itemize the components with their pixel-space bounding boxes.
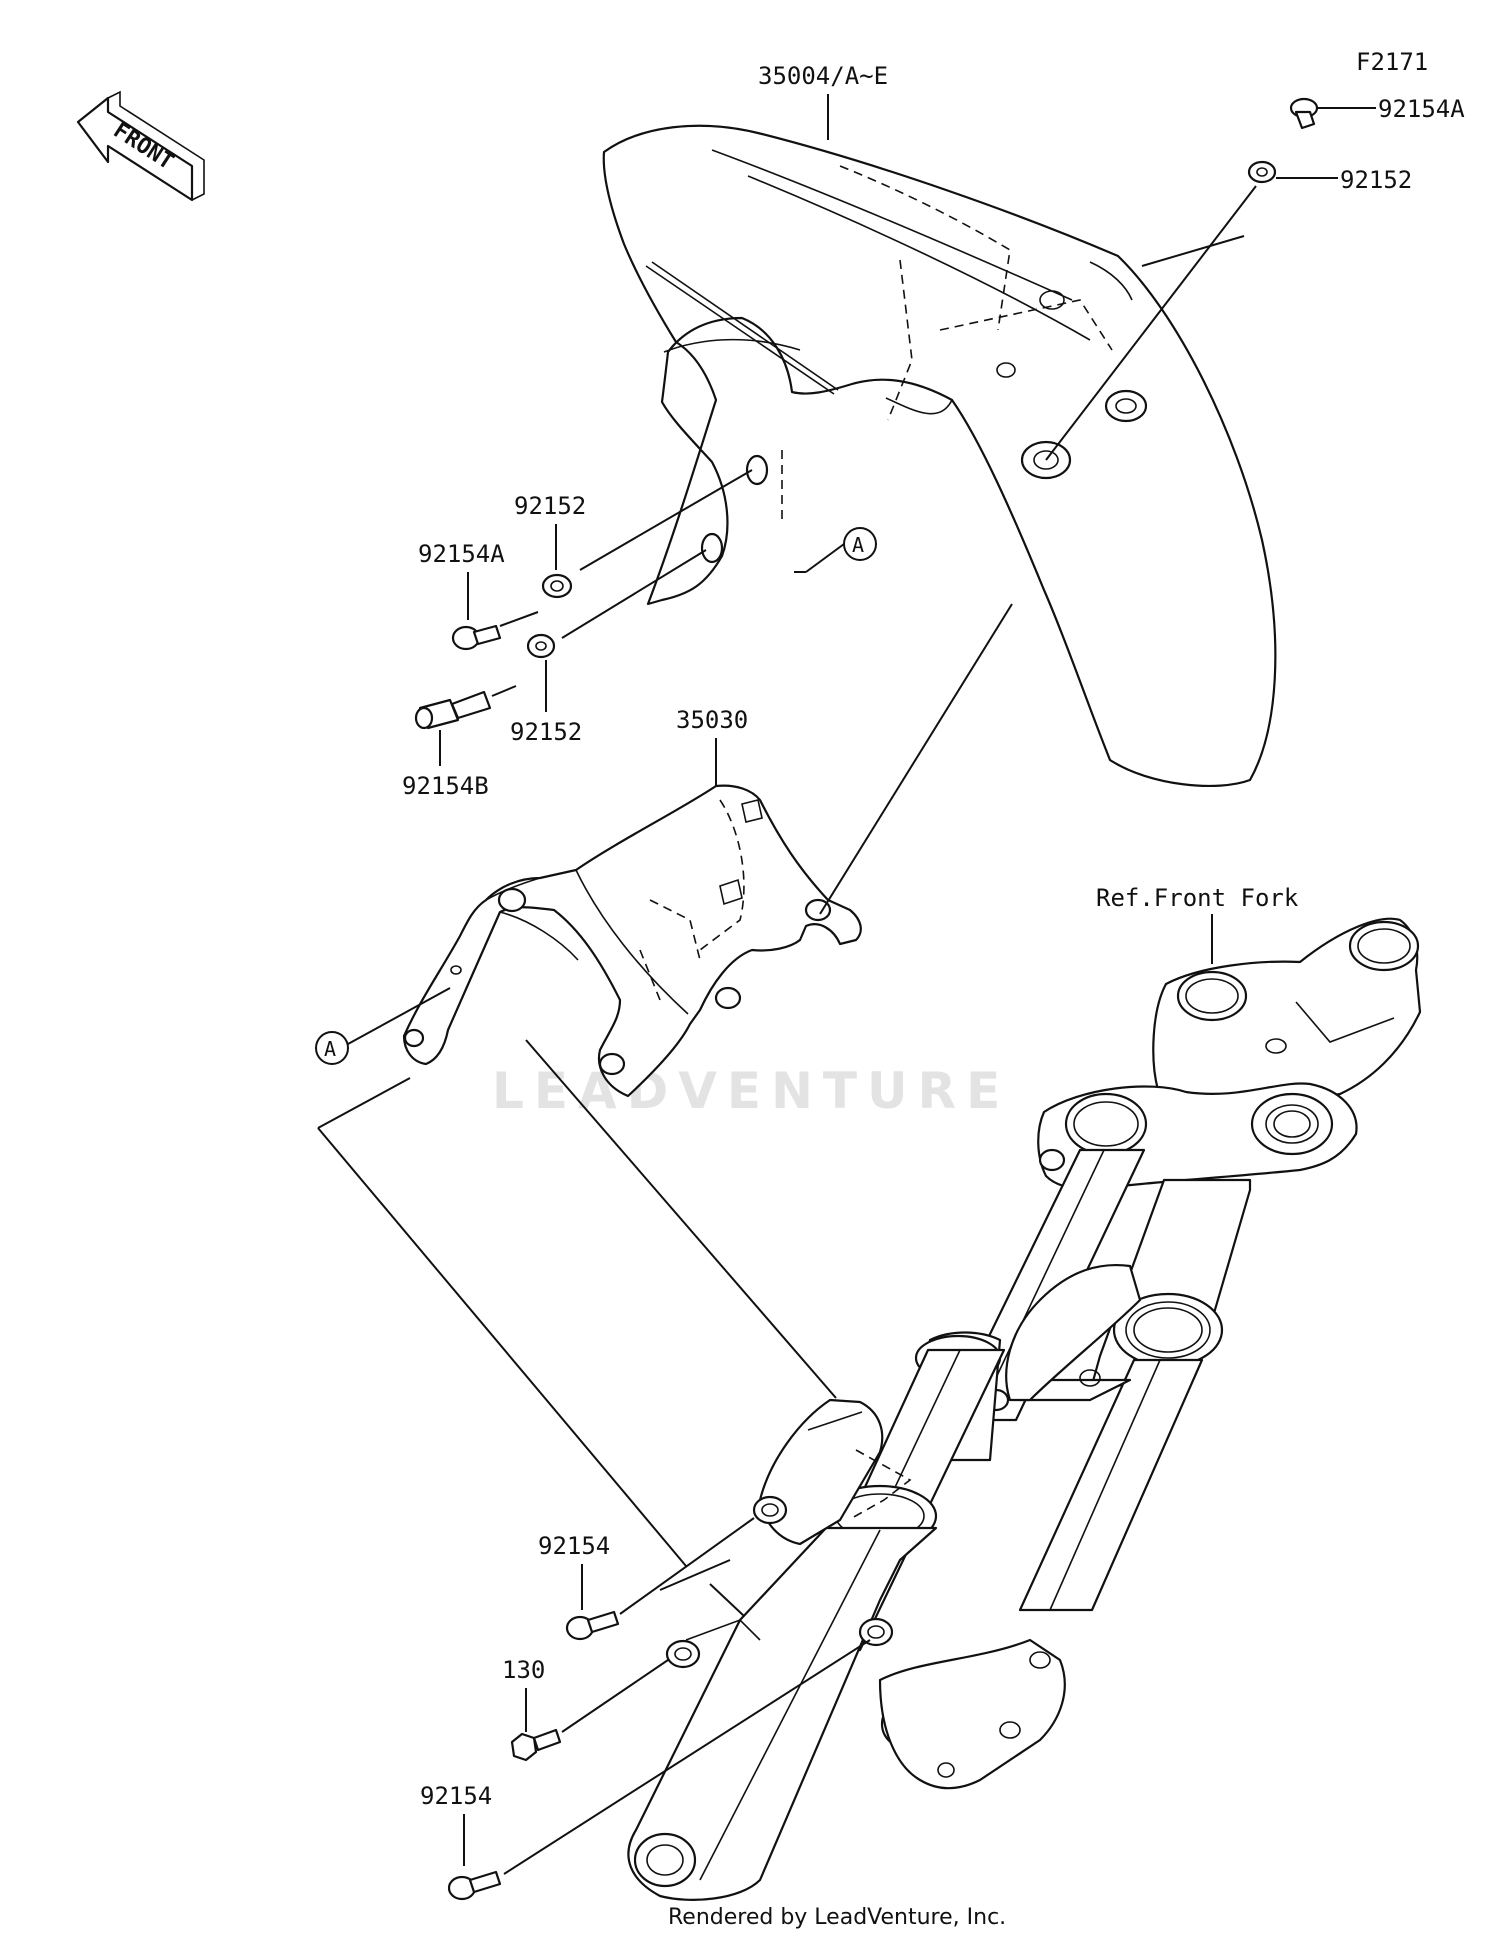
washer-92152-top	[1247, 160, 1277, 184]
bolt-92154B	[414, 690, 492, 730]
callout-a-lower: A	[324, 1037, 336, 1061]
callout-a-upper: A	[852, 533, 864, 557]
label-bolt-130: 130	[502, 1656, 545, 1684]
footer-credit: Rendered by LeadVenture, Inc.	[668, 1905, 1006, 1930]
washer-92152-left-upper	[541, 573, 573, 599]
label-washer-92152-top: 92152	[1340, 166, 1412, 194]
bolt-92154A-top	[1289, 97, 1319, 130]
washer-92152-left-lower	[526, 633, 556, 659]
diagram-code: F2171	[1356, 48, 1428, 76]
bolt-92154A-left	[451, 624, 502, 651]
label-bolt-92154A-top: 92154A	[1378, 95, 1465, 123]
label-ref-front-fork: Ref.Front Fork	[1096, 884, 1299, 912]
fender-bracket	[402, 784, 862, 1098]
bolt-130	[510, 1728, 562, 1762]
label-washer-92152-left-lower: 92152	[510, 718, 582, 746]
bolt-92154-upper	[565, 1610, 620, 1641]
front-fork	[627, 917, 1422, 1901]
bolt-92154-lower	[447, 1870, 502, 1901]
watermark: LEADVENTURE	[492, 1062, 1010, 1120]
front-arrow-icon: FRONT	[76, 90, 205, 202]
label-bolt-92154-upper: 92154	[538, 1532, 610, 1560]
label-bolt-92154B: 92154B	[402, 772, 489, 800]
label-bracket: 35030	[676, 706, 748, 734]
label-bolt-92154-lower: 92154	[420, 1782, 492, 1810]
label-bolt-92154A-left: 92154A	[418, 540, 505, 568]
front-fender	[602, 124, 1277, 788]
label-washer-92152-left-upper: 92152	[514, 492, 586, 520]
label-fender: 35004/A~E	[758, 62, 888, 90]
